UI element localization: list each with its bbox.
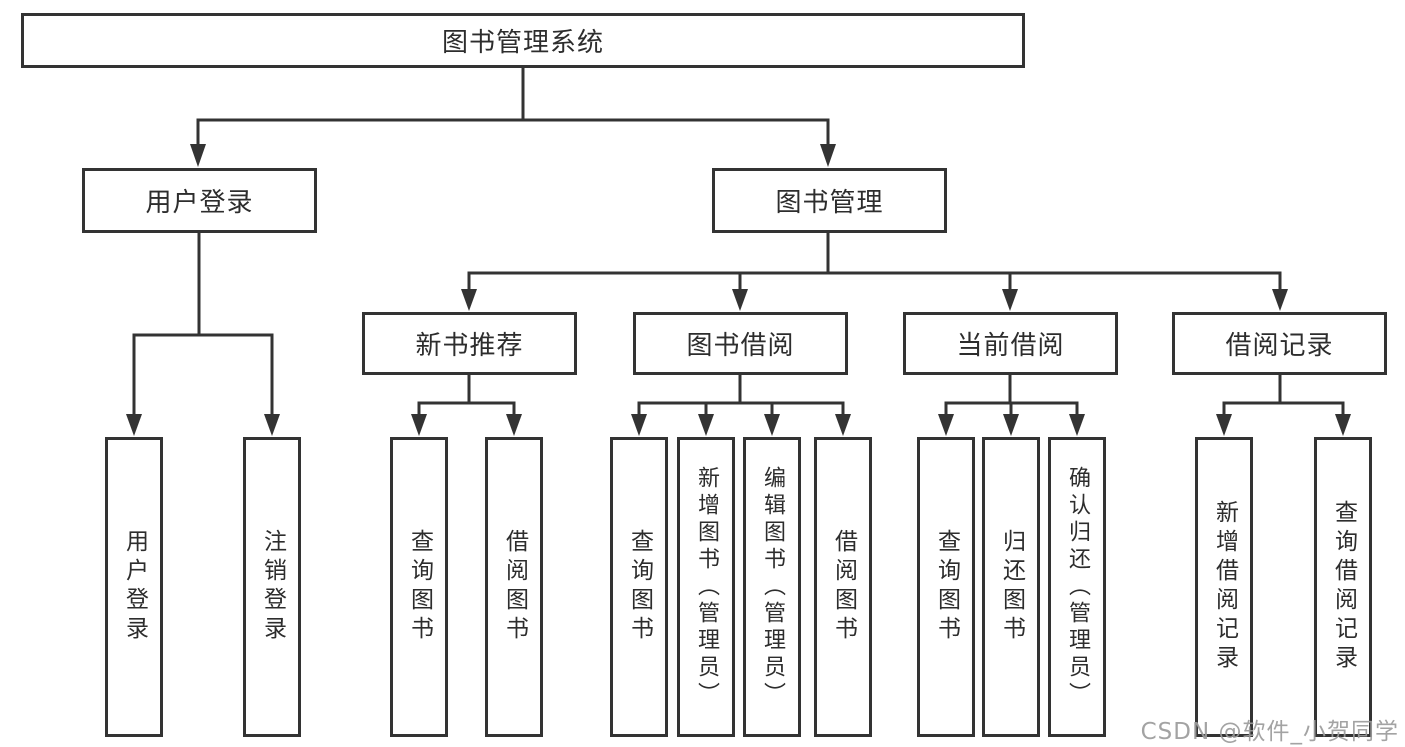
node-book-borrow: 图书借阅 (633, 312, 848, 375)
node-borrow-records-label: 借阅记录 (1225, 331, 1334, 361)
leaf-edit-book-admin: 编辑图书（管理员） (743, 437, 801, 737)
leaf-confirm-return-admin: 确认归还（管理员） (1048, 437, 1106, 737)
node-book-management-label: 图书管理 (775, 188, 884, 218)
leaf-borrow-books-borrow: 借阅图书 (814, 437, 872, 737)
node-current-borrow-label: 当前借阅 (956, 331, 1065, 361)
node-new-book-recommend: 新书推荐 (362, 312, 577, 375)
node-new-book-recommend-label: 新书推荐 (415, 331, 524, 361)
node-root-system: 图书管理系统 (21, 13, 1025, 68)
leaf-query-borrow-record: 查询借阅记录 (1314, 437, 1372, 737)
node-book-management: 图书管理 (712, 168, 947, 233)
arrowheads (126, 144, 1351, 436)
node-current-borrow: 当前借阅 (903, 312, 1118, 375)
leaf-borrow-books-recommend: 借阅图书 (485, 437, 543, 737)
leaf-query-books-borrow: 查询图书 (610, 437, 668, 737)
csdn-watermark: CSDN @软件_小贺同学 (1140, 719, 1399, 745)
leaf-add-borrow-record: 新增借阅记录 (1195, 437, 1253, 737)
node-book-borrow-label: 图书借阅 (686, 331, 795, 361)
leaf-return-book: 归还图书 (982, 437, 1040, 737)
leaf-query-books-current: 查询图书 (917, 437, 975, 737)
node-borrow-records: 借阅记录 (1172, 312, 1387, 375)
leaf-logout: 注销登录 (243, 437, 301, 737)
node-user-login-label: 用户登录 (145, 188, 254, 218)
node-user-login: 用户登录 (82, 168, 317, 233)
leaf-add-book-admin: 新增图书（管理员） (677, 437, 735, 737)
leaf-query-books-recommend: 查询图书 (390, 437, 448, 737)
leaf-user-login: 用户登录 (105, 437, 163, 737)
node-root-label: 图书管理系统 (441, 28, 604, 58)
